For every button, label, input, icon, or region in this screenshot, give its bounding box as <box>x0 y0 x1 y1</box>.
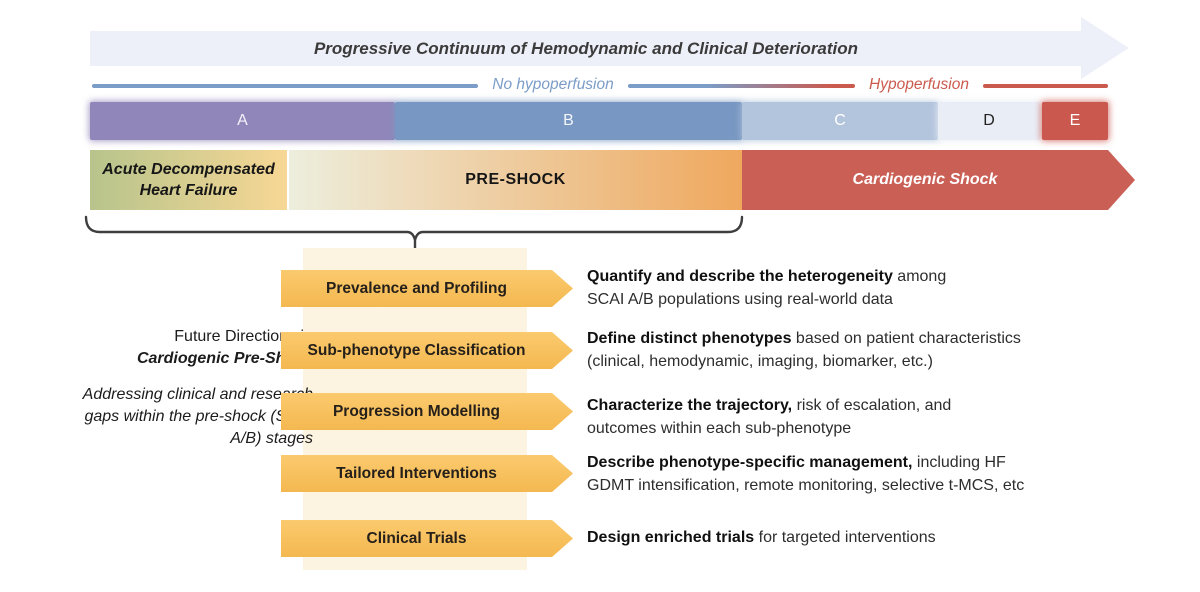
fd-desc-line2: SCAI A/B populations using real-world da… <box>587 290 893 308</box>
preshock-brace <box>84 215 744 251</box>
adhf-label-line2: Heart Failure <box>139 182 238 199</box>
fd-arrow-interventions: Tailored Interventions <box>281 455 573 492</box>
fd-desc-line2: GDMT intensification, remote monitoring,… <box>587 476 1025 494</box>
adhf-box: Acute Decompensated Heart Failure <box>90 150 287 210</box>
continuum-banner-title: Progressive Continuum of Hemodynamic and… <box>313 38 859 58</box>
adhf-label-line1: Acute Decompensated <box>102 161 275 178</box>
scai-stage-d: D <box>938 102 1040 140</box>
preshock-box: PRE-SHOCK <box>289 150 742 210</box>
fd-desc-subphenotype: Define distinct phenotypes based on pati… <box>587 328 1115 373</box>
no-hypoperfusion-label: No hypoperfusion <box>492 76 614 93</box>
cardiogenic-shock-arrow: Cardiogenic Shock <box>742 150 1135 210</box>
scai-stage-a: A <box>90 102 395 140</box>
fd-arrow-subphenotype: Sub-phenotype Classification <box>281 332 573 369</box>
fd-arrow-progression: Progression Modelling <box>281 393 573 430</box>
banner-arrowhead-icon <box>1081 17 1129 79</box>
hypoperfusion-label: Hypoperfusion <box>869 76 969 93</box>
fd-desc-progression: Characterize the trajectory, risk of esc… <box>587 395 1115 440</box>
fd-desc-line2: (clinical, hemodynamic, imaging, biomark… <box>587 352 933 370</box>
scai-stage-e: E <box>1042 102 1108 140</box>
continuum-banner: Progressive Continuum of Hemodynamic and… <box>90 31 1082 66</box>
note-title-line1: Future Directions in <box>174 328 313 345</box>
fd-arrow-trials: Clinical Trials <box>281 520 573 557</box>
fd-desc-line2: outcomes within each sub-phenotype <box>587 419 852 437</box>
fd-desc-trials: Design enriched trials for targeted inte… <box>587 529 936 546</box>
scai-stage-c: C <box>742 102 938 140</box>
perfusion-gradient-line <box>628 84 855 88</box>
no-hypoperfusion-line <box>92 84 478 88</box>
fd-arrow-prevalence: Prevalence and Profiling <box>281 270 573 307</box>
future-directions-note: Future Directions in Cardiogenic Pre-Sho… <box>55 326 313 450</box>
scai-stage-b: B <box>395 102 742 140</box>
note-title-line2: Cardiogenic Pre-Shock <box>136 350 313 367</box>
fd-desc-interventions: Describe phenotype-specific management, … <box>587 452 1115 497</box>
note-subtitle: Addressing clinical and research gaps wi… <box>82 386 313 447</box>
fd-desc-prevalence: Quantify and describe the heterogeneity … <box>587 266 1115 311</box>
hypoperfusion-line <box>983 84 1108 88</box>
